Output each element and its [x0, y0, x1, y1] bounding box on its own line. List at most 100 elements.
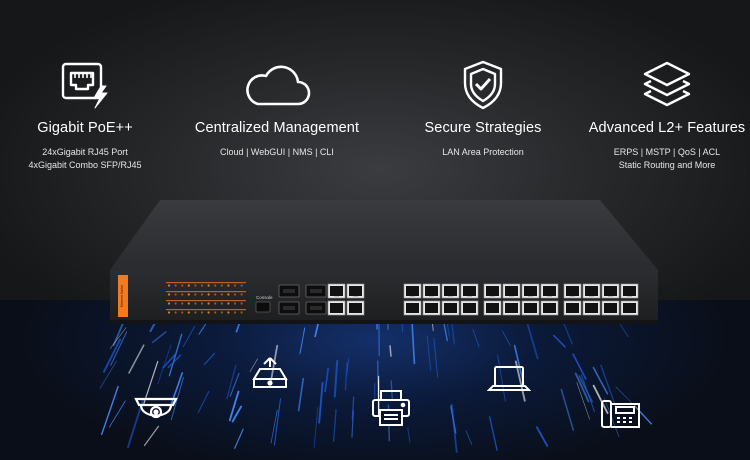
status-led — [200, 284, 204, 287]
rj45-latch — [429, 294, 434, 297]
sfp-slot — [283, 306, 295, 310]
rj45-latch — [509, 303, 514, 306]
light-streak — [318, 381, 324, 424]
rj45-latch — [334, 294, 339, 297]
light-streak — [143, 425, 160, 447]
rj45-jack — [505, 286, 518, 296]
rj45-latch — [353, 303, 358, 306]
network-floor — [0, 300, 750, 460]
status-led — [167, 293, 171, 296]
light-streak — [389, 345, 392, 357]
rj45-jack — [425, 303, 438, 313]
rj45-jack — [566, 303, 579, 313]
switch-base — [110, 320, 658, 324]
light-streak — [574, 372, 590, 403]
rj45-jack — [543, 286, 556, 296]
light-streak — [332, 408, 337, 442]
light-streak — [273, 398, 282, 446]
status-led — [220, 284, 223, 287]
rj45-jack — [623, 303, 636, 313]
feature-line: 4xGigabit Combo SFP/RJ45 — [28, 160, 142, 170]
light-streak — [497, 354, 506, 403]
light-streak — [197, 390, 210, 414]
feature-title: Centralized Management — [194, 120, 360, 136]
rj45-jack — [505, 303, 518, 313]
light-streak — [346, 358, 350, 375]
light-streak — [297, 377, 305, 412]
rj45-latch — [627, 303, 632, 306]
rj45-latch — [448, 303, 453, 306]
light-streak — [572, 353, 587, 380]
sfp-ports — [278, 284, 327, 315]
printer-icon — [372, 390, 410, 426]
feature-line: LAN Area Protection — [442, 147, 524, 157]
shield-check-icon — [388, 56, 578, 114]
rj45-latch — [448, 294, 453, 297]
status-led — [181, 293, 184, 296]
rj45-latch — [334, 303, 339, 306]
light-streak — [110, 331, 128, 366]
status-led — [214, 293, 217, 296]
status-led — [227, 302, 230, 305]
feature-security: Secure Strategies LAN Area Protection — [388, 56, 578, 159]
feature-title: Advanced L2+ Features — [588, 120, 746, 136]
status-led — [233, 284, 237, 287]
ip-phone-icon — [601, 400, 640, 428]
status-led — [194, 311, 197, 314]
light-streak — [143, 360, 159, 404]
light-streak — [433, 337, 439, 378]
feature-title: Secure Strategies — [424, 120, 542, 136]
ethernet-poe-icon — [0, 56, 180, 114]
status-led — [187, 293, 190, 296]
status-led — [214, 284, 217, 287]
light-streak — [169, 372, 184, 409]
status-led — [233, 293, 237, 296]
light-streak — [634, 405, 652, 425]
rj45-latch — [410, 303, 415, 306]
light-streak — [615, 386, 632, 403]
rj45-jack — [585, 303, 598, 313]
light-streak — [203, 352, 216, 366]
access-point-icon — [252, 357, 288, 388]
status-led — [174, 311, 177, 314]
light-streak — [465, 430, 473, 445]
status-led — [220, 311, 223, 314]
dome-camera-icon — [134, 397, 178, 419]
rj45-ports — [327, 283, 639, 316]
light-streak — [99, 360, 117, 389]
status-led — [207, 311, 210, 314]
light-streak — [228, 390, 240, 422]
rj45-latch — [547, 303, 552, 306]
led-bar — [166, 291, 246, 293]
light-streak — [313, 407, 319, 449]
light-streak — [514, 360, 526, 402]
rj45-jack — [463, 286, 476, 296]
light-streak — [351, 396, 355, 420]
light-streak — [390, 380, 393, 400]
sfp-slot — [310, 289, 322, 293]
light-streak — [324, 367, 329, 393]
status-led — [174, 284, 177, 287]
status-led — [200, 302, 204, 305]
rj45-jack — [524, 303, 537, 313]
rj45-jack — [444, 286, 457, 296]
rj45-latch — [627, 294, 632, 297]
rj45-latch — [547, 294, 552, 297]
status-led — [187, 284, 190, 287]
status-led — [233, 302, 237, 305]
status-led — [220, 293, 223, 296]
status-led — [240, 311, 243, 314]
light-streak — [270, 344, 279, 383]
light-streak — [298, 333, 305, 356]
feature-line: 24xGigabit RJ45 Port — [42, 147, 128, 157]
status-led — [181, 284, 184, 287]
status-led — [174, 293, 177, 296]
rj45-latch — [490, 294, 495, 297]
light-streak — [501, 330, 511, 347]
console-port[interactable] — [255, 301, 271, 313]
status-led — [194, 302, 197, 305]
light-streak — [578, 375, 593, 403]
rj45-jack — [585, 286, 598, 296]
